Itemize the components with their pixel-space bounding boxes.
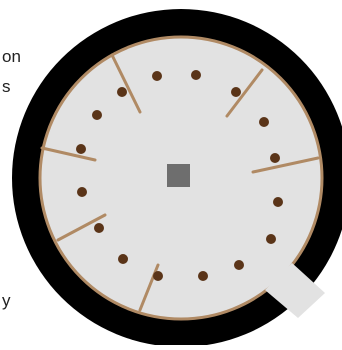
brown-dot-icon (92, 110, 102, 120)
brown-dot-icon (231, 87, 241, 97)
side-text-line-3: y (2, 292, 11, 309)
brown-dot-icon (94, 223, 104, 233)
center-square-icon (167, 164, 190, 187)
brown-dot-icon (259, 117, 269, 127)
brown-dot-icon (273, 197, 283, 207)
brown-dot-icon (270, 153, 280, 163)
brown-dot-icon (76, 144, 86, 154)
brown-dot-icon (198, 271, 208, 281)
brown-dot-icon (152, 71, 162, 81)
brown-dot-icon (153, 271, 163, 281)
brown-dot-icon (234, 260, 244, 270)
side-text-line-1: on (2, 48, 21, 65)
brown-dot-icon (117, 87, 127, 97)
brown-dot-icon (191, 70, 201, 80)
brown-dot-icon (118, 254, 128, 264)
brown-dot-icon (77, 187, 87, 197)
side-text-line-2: s (2, 78, 11, 95)
brown-dot-icon (266, 234, 276, 244)
